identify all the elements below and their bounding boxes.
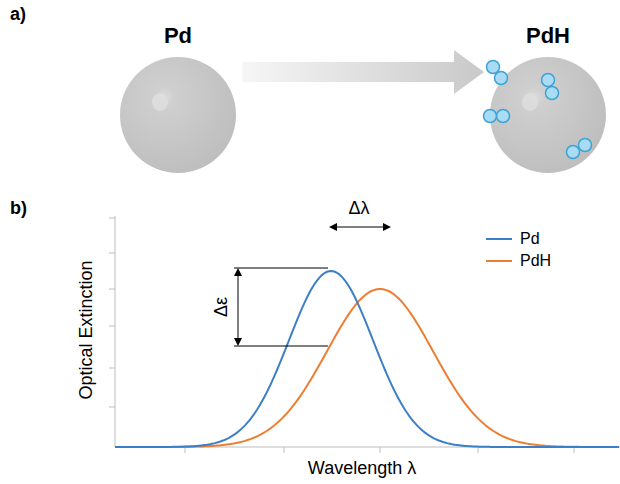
particle-node: PdH bbox=[488, 22, 608, 177]
particle-title: PdH bbox=[488, 22, 608, 50]
sphere bbox=[120, 57, 236, 173]
particle-title: Pd bbox=[118, 22, 238, 50]
panel-label: a) bbox=[10, 4, 26, 25]
hydrogen-atom bbox=[484, 110, 497, 123]
panel-label: b) bbox=[10, 198, 27, 219]
legend-swatch bbox=[486, 256, 512, 266]
hydrogen-atom bbox=[579, 139, 592, 152]
legend-text: Pd bbox=[520, 230, 540, 248]
hydrogen-atom bbox=[546, 87, 559, 100]
pd-curve bbox=[115, 271, 619, 447]
highlight bbox=[152, 93, 168, 111]
hydrogen-atom bbox=[542, 74, 555, 87]
hydrogen-atom bbox=[487, 61, 500, 74]
axis-title: Optical Extinction bbox=[76, 260, 97, 399]
transition-arrow bbox=[242, 50, 484, 94]
legend-row: Pd bbox=[486, 230, 540, 248]
legend-line bbox=[486, 238, 512, 240]
highlight bbox=[522, 93, 538, 111]
hydrogen-atom bbox=[497, 110, 510, 123]
particle-node: Pd bbox=[118, 22, 238, 177]
hydrogen-atom bbox=[567, 146, 580, 159]
shift-label: Δλ bbox=[348, 198, 369, 219]
annotations bbox=[234, 223, 391, 346]
axis-title: Wavelength λ bbox=[308, 458, 416, 479]
sphere bbox=[490, 57, 606, 173]
legend-line bbox=[486, 260, 512, 262]
hydrogen-atom bbox=[495, 72, 508, 85]
pdh-curve bbox=[115, 289, 619, 447]
legend-text: PdH bbox=[520, 252, 551, 270]
legend-swatch bbox=[486, 234, 512, 244]
axes bbox=[109, 216, 620, 453]
legend-row: PdH bbox=[486, 252, 551, 270]
change-label: Δε bbox=[211, 297, 232, 317]
